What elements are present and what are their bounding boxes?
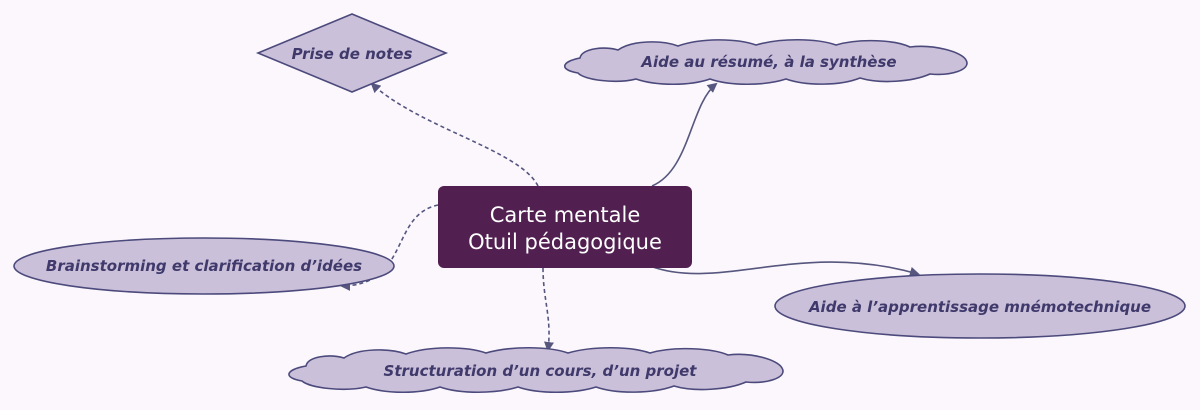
ellipse-shape [13,237,395,295]
node-brainstorming: Brainstorming et clarification d’idées [13,237,395,295]
node-aide-resume-label: Aide au résumé, à la synthèse [640,53,896,71]
link-to-apprentissage [649,261,920,277]
cloud-shape [288,346,784,393]
center-title-line1: Carte mentale [490,203,641,227]
node-aide-resume: Aide au résumé, à la synthèse [563,38,968,85]
node-structuration-label: Structuration d’un cours, d’un projet [384,362,698,380]
ellipse-shape [774,273,1186,339]
cloud-shape [563,38,968,85]
center-title-line2: Otuil pédagogique [468,230,662,254]
node-structuration: Structuration d’un cours, d’un projet [288,346,784,393]
link-to-structuration [542,267,554,352]
link-to-brainstorming [340,204,439,291]
node-apprentissage: Aide à l’apprentissage mnémotechnique [774,273,1186,339]
link-to-aide-resume [651,82,718,187]
link-to-prise-de-notes [370,82,539,187]
node-brainstorming-label: Brainstorming et clarification d’idées [46,257,362,275]
node-prise-de-notes-label: Prise de notes [292,45,413,63]
center-node: Carte mentale Otuil pédagogique [438,186,692,268]
node-apprentissage-label: Aide à l’apprentissage mnémotechnique [808,298,1151,316]
center-node-box [438,186,692,268]
diamond-shape [255,13,449,93]
node-prise-de-notes: Prise de notes [255,13,449,93]
